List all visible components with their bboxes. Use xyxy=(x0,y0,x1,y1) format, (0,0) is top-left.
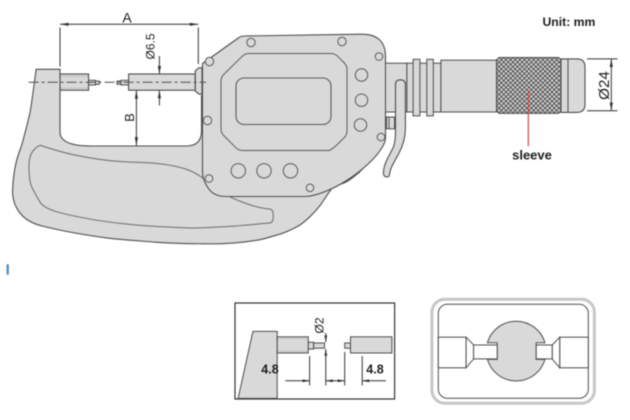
svg-text:Ø24: Ø24 xyxy=(596,71,613,100)
svg-text:4.8: 4.8 xyxy=(261,363,278,377)
svg-text:4.8: 4.8 xyxy=(366,363,383,377)
svg-text:B: B xyxy=(122,113,137,122)
svg-text:Ø2: Ø2 xyxy=(313,317,327,333)
svg-text:sleeve: sleeve xyxy=(512,148,552,163)
svg-text:Ø6.5: Ø6.5 xyxy=(144,33,158,59)
svg-text:A: A xyxy=(122,10,132,26)
svg-text:Unit: mm: Unit: mm xyxy=(543,15,596,29)
